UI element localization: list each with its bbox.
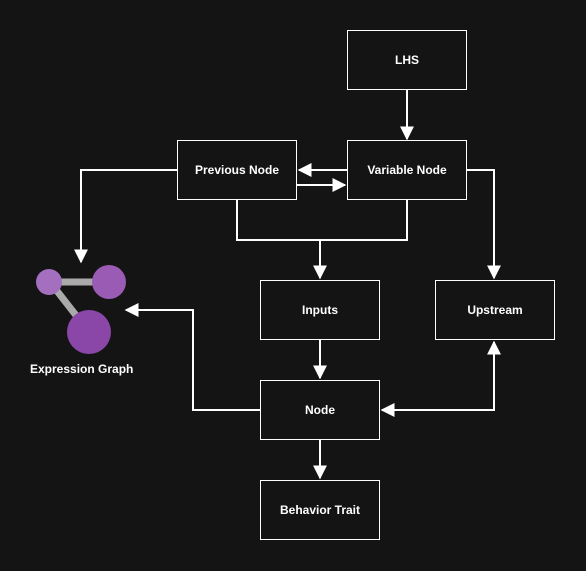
edge-variable-node-to-upstream xyxy=(467,169,501,280)
edge-node-upstream xyxy=(380,340,501,417)
behavior-trait-node-label: Behavior Trait xyxy=(279,503,361,517)
graph-node-large xyxy=(67,310,111,354)
upstream-node-label: Upstream xyxy=(467,303,523,317)
lhs-node[interactable]: LHS xyxy=(347,30,467,90)
graph-node-medium xyxy=(92,265,126,299)
expression-graph-label: Expression Graph xyxy=(30,362,134,376)
inputs-node-label: Inputs xyxy=(302,303,338,317)
node-node-label: Node xyxy=(305,403,335,417)
graph-icon xyxy=(36,265,126,354)
previous-node[interactable]: Previous Node xyxy=(177,140,297,200)
graph-node-small xyxy=(36,269,62,295)
edge-node-to-graph xyxy=(124,303,260,411)
edge-previous-node-merge xyxy=(236,200,408,241)
upstream-node[interactable]: Upstream xyxy=(435,280,555,340)
node-node[interactable]: Node xyxy=(260,380,380,440)
previous-node-label: Previous Node xyxy=(194,163,280,177)
edge-previous-node-to-graph xyxy=(74,169,177,264)
variable-node[interactable]: Variable Node xyxy=(347,140,467,200)
behavior-trait-node[interactable]: Behavior Trait xyxy=(260,480,380,540)
lhs-node-label: LHS xyxy=(395,53,419,67)
variable-node-label: Variable Node xyxy=(367,163,447,177)
inputs-node[interactable]: Inputs xyxy=(260,280,380,340)
